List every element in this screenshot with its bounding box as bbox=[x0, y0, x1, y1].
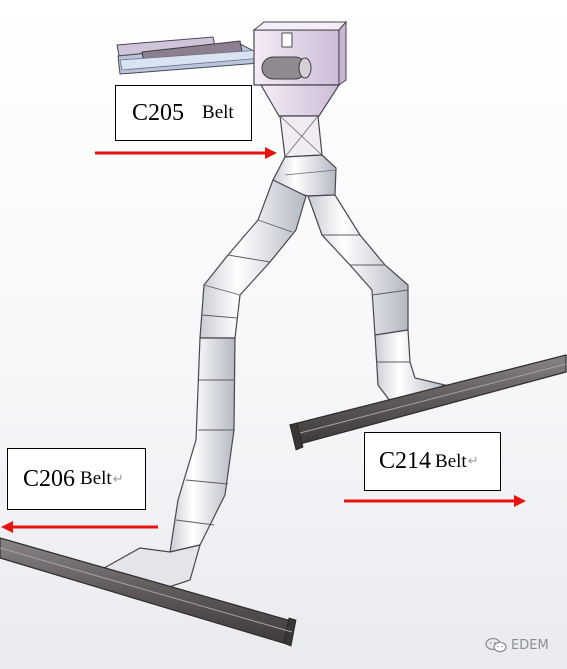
c205-code: C205 bbox=[132, 99, 185, 126]
c206-code: C206 bbox=[23, 465, 76, 492]
watermark: EDEM bbox=[485, 637, 549, 653]
c214-belt-conveyor bbox=[289, 354, 567, 451]
c214-flow-arrow bbox=[344, 495, 526, 507]
return-mark-icon: ↵ bbox=[467, 454, 479, 469]
head-pulley bbox=[261, 56, 312, 80]
c205-belt-conveyor bbox=[116, 36, 263, 75]
c205-belt-word: Belt bbox=[202, 102, 234, 123]
return-mark-icon: ↵ bbox=[112, 471, 124, 487]
chute-left-branch bbox=[102, 179, 307, 591]
c206-belt-word: Belt bbox=[80, 468, 112, 489]
chute-throat bbox=[279, 115, 323, 158]
wechat-icon bbox=[485, 637, 507, 653]
c214-belt-label: C214 Belt ↵ bbox=[364, 432, 501, 491]
c214-belt-word: Belt bbox=[435, 450, 467, 472]
c205-flow-arrow bbox=[95, 147, 277, 159]
watermark-text: EDEM bbox=[511, 637, 549, 653]
c206-flow-arrow bbox=[1, 521, 158, 533]
chute-right-branch bbox=[307, 194, 448, 406]
c206-belt-conveyor bbox=[0, 537, 297, 647]
c214-code: C214 bbox=[379, 448, 432, 474]
c206-belt-label: C206 Belt ↵ bbox=[7, 448, 146, 510]
c205-belt-label: C205 Belt bbox=[115, 85, 252, 141]
